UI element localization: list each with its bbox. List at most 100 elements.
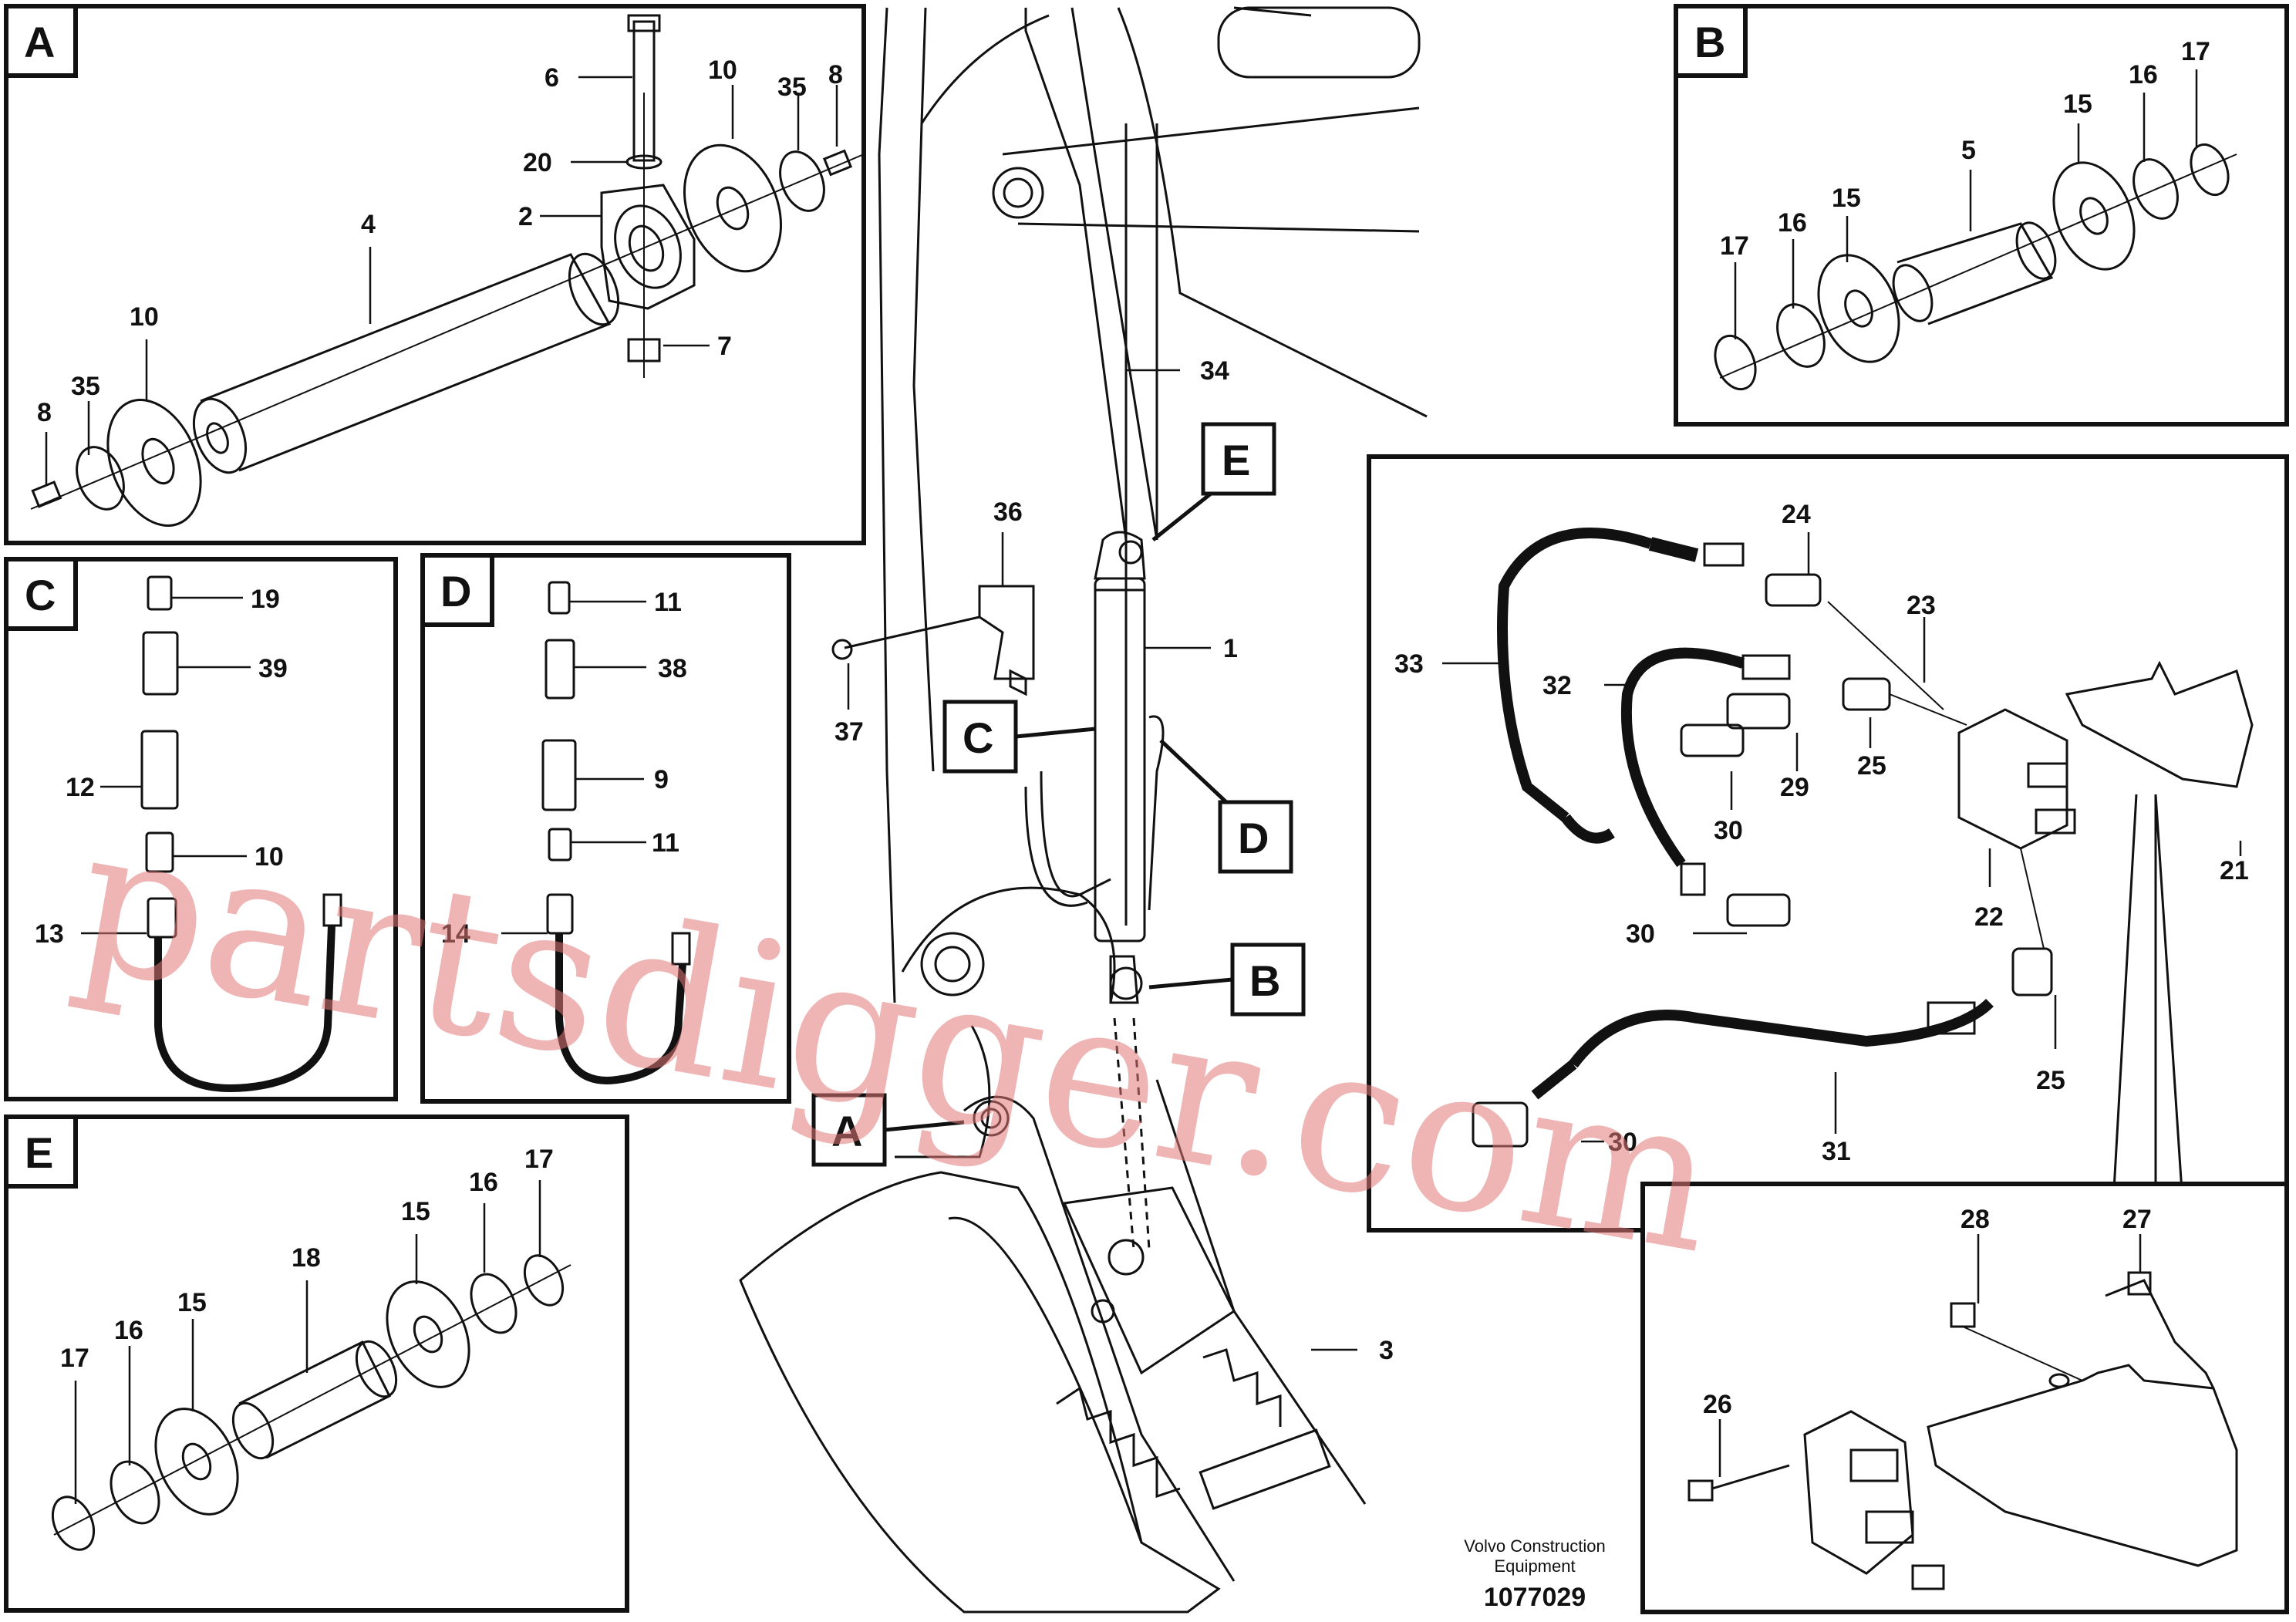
- flag-a-label: A: [831, 1107, 862, 1155]
- callout-7: 7: [717, 332, 732, 361]
- panel-e-drawing: [51, 1254, 571, 1551]
- callout-24: 24: [1782, 500, 1811, 529]
- callout-13: 13: [35, 919, 64, 949]
- callout-29: 29: [1780, 773, 1809, 802]
- bracket-leaders: [1718, 1234, 2142, 1477]
- panel-b-leaders: [1734, 69, 2198, 339]
- callout-39: 39: [258, 654, 288, 683]
- panel-a-drawing: [30, 14, 865, 527]
- valve-leaders: [1442, 532, 2242, 1143]
- callout-15: 15: [401, 1197, 430, 1226]
- callout-33: 33: [1394, 649, 1424, 679]
- callout-25: 25: [2036, 1066, 2065, 1095]
- panel-d: D 11 38 9 11 14: [420, 553, 791, 1104]
- panel-a-leaders: [45, 76, 838, 486]
- callout-16: 16: [2129, 60, 2158, 89]
- bracket-callouts: 28 27 26: [1703, 1205, 2152, 1419]
- callout-27: 27: [2122, 1205, 2152, 1234]
- callout-11: 11: [652, 828, 679, 858]
- brand-line-2: Equipment: [1494, 1556, 1575, 1576]
- callout-37: 37: [834, 717, 864, 747]
- panel-b: B 17 16 15 5: [1674, 4, 2289, 427]
- drawing-number: 1077029: [1484, 1583, 1586, 1612]
- main-view-callouts: 34 36 37 1 3: [834, 356, 1394, 1365]
- callout-8: 8: [37, 398, 52, 427]
- callout-21: 21: [2220, 856, 2249, 885]
- panel-valve-hoses: 24 23 33 32 25 29 30 21 22 30 25 30 31: [1367, 454, 2289, 1233]
- callout-14: 14: [441, 919, 470, 949]
- panel-a: A: [4, 4, 866, 545]
- panel-b-drawing: [1714, 143, 2237, 391]
- callout-4: 4: [361, 210, 376, 239]
- panel-b-label: B: [1694, 18, 1725, 66]
- panel-e: E 17 16 15 18: [4, 1114, 629, 1613]
- callout-17: 17: [1720, 231, 1749, 261]
- panel-d-label: D: [440, 567, 471, 615]
- callout-20: 20: [523, 148, 552, 177]
- panel-d-leaders: [501, 600, 646, 935]
- callout-35: 35: [777, 73, 807, 102]
- flag-a[interactable]: A: [811, 1093, 965, 1167]
- callout-10: 10: [708, 56, 737, 85]
- callout-35: 35: [71, 372, 100, 401]
- flag-b[interactable]: B: [1148, 943, 1306, 1017]
- callout-17: 17: [60, 1344, 89, 1373]
- panel-d-drawing: [541, 581, 691, 1084]
- callout-32: 32: [1542, 671, 1572, 700]
- callout-22: 22: [1974, 902, 2004, 932]
- callout-11: 11: [654, 588, 682, 617]
- flag-d[interactable]: D: [1159, 739, 1293, 874]
- callout-16: 16: [1778, 208, 1807, 238]
- hoses-drawing: [1472, 528, 2254, 1204]
- panel-e-leaders: [74, 1180, 541, 1504]
- callout-38: 38: [658, 654, 687, 683]
- flag-e-label: E: [1222, 436, 1250, 484]
- callout-5: 5: [1961, 136, 1976, 165]
- panel-c-drawing: [140, 575, 342, 1092]
- callout-36: 36: [993, 497, 1023, 527]
- footer: Volvo Construction Equipment 1077029: [1464, 1536, 1605, 1612]
- callout-2: 2: [518, 202, 533, 231]
- callout-3: 3: [1379, 1336, 1394, 1365]
- flag-c-label: C: [963, 713, 993, 762]
- callout-25: 25: [1857, 751, 1886, 781]
- callout-9: 9: [654, 765, 669, 794]
- callout-31: 31: [1822, 1137, 1851, 1166]
- flag-c[interactable]: C: [942, 700, 1096, 774]
- panel-a-callouts: 6 10 35 8 20 2 4 7 10 8 35: [37, 56, 843, 427]
- callout-10: 10: [130, 302, 159, 332]
- callout-28: 28: [1961, 1205, 1990, 1234]
- callout-34: 34: [1200, 356, 1229, 386]
- panel-c-callouts: 19 39 12 10 13: [35, 585, 288, 949]
- callout-30: 30: [1608, 1128, 1637, 1157]
- callout-17: 17: [2181, 37, 2210, 66]
- callout-19: 19: [251, 585, 280, 614]
- callout-10: 10: [255, 842, 284, 872]
- callout-23: 23: [1907, 591, 1936, 620]
- panel-b-callouts: 17 16 15 5 15 16 17: [1720, 37, 2210, 261]
- panel-bracket: 28 27 26: [1640, 1182, 2289, 1614]
- callout-16: 16: [114, 1316, 143, 1345]
- bracket-drawing: [1687, 1271, 2238, 1590]
- callout-8: 8: [828, 60, 843, 89]
- callout-1: 1: [1223, 634, 1238, 663]
- main-view: [739, 6, 1428, 1614]
- callout-12: 12: [66, 773, 95, 802]
- callout-30: 30: [1626, 919, 1655, 949]
- flag-d-label: D: [1238, 814, 1269, 862]
- panel-a-label: A: [24, 18, 55, 66]
- callout-18: 18: [292, 1243, 321, 1273]
- callout-17: 17: [524, 1145, 554, 1174]
- callout-15: 15: [1832, 184, 1861, 213]
- flag-b-label: B: [1249, 956, 1280, 1005]
- flag-e[interactable]: E: [1151, 422, 1276, 541]
- panel-c: C 19 39 12 10 13: [4, 557, 398, 1101]
- panel-e-label: E: [25, 1128, 53, 1177]
- callout-30: 30: [1714, 816, 1743, 845]
- brand-line-1: Volvo Construction: [1464, 1536, 1605, 1556]
- callout-16: 16: [469, 1168, 498, 1197]
- panel-c-label: C: [25, 571, 56, 619]
- panel-d-callouts: 11 38 9 11 14: [441, 588, 687, 949]
- callout-26: 26: [1703, 1390, 1732, 1419]
